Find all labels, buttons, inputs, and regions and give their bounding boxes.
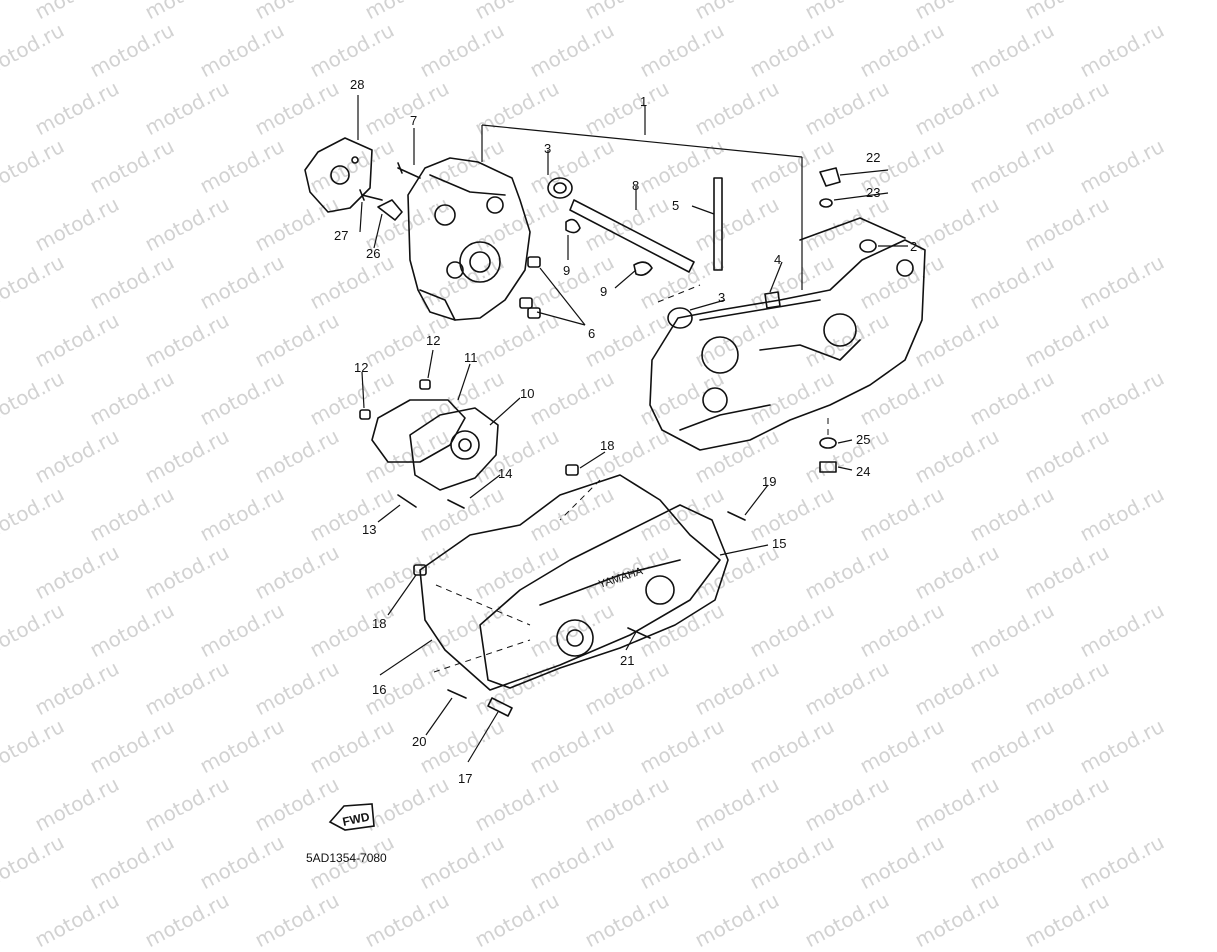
part-15-crankcase-cover — [479, 504, 729, 689]
part-14-bolt — [447, 499, 465, 509]
callout-19: 19 — [762, 474, 776, 489]
part-25-washer — [819, 437, 837, 449]
fwd-label: FWD — [341, 809, 371, 828]
callout-25: 25 — [856, 432, 870, 447]
callout-2: 2 — [910, 239, 917, 254]
part-3-bearing-lower — [667, 307, 693, 329]
part-26-clamp — [377, 199, 403, 221]
callout-13: 13 — [362, 522, 376, 537]
part-22-fitting — [819, 167, 841, 187]
part-6-dowel — [527, 256, 541, 268]
callout-9: 9 — [563, 263, 570, 278]
callout-23: 23 — [866, 185, 880, 200]
callout-26: 26 — [366, 246, 380, 261]
part-7-bolt — [397, 162, 421, 179]
part-21-bolt — [627, 627, 651, 639]
part-23-oring — [819, 198, 833, 208]
part-20-bolt — [447, 689, 467, 699]
right-crankcase-half — [649, 239, 926, 451]
callout-18: 18 — [600, 438, 614, 453]
callout-21: 21 — [620, 653, 634, 668]
part-28-gasket — [304, 137, 373, 213]
callout-18: 18 — [372, 616, 386, 631]
fwd-arrow-badge: FWD — [328, 803, 375, 831]
part-8-shaft — [569, 199, 695, 273]
callout-24: 24 — [856, 464, 870, 479]
callout-10: 10 — [520, 386, 534, 401]
part-3-bearing-upper — [547, 177, 573, 199]
svg-text:YAMAHA: YAMAHA — [597, 565, 645, 591]
callout-17: 17 — [458, 771, 472, 786]
callout-7: 7 — [410, 113, 417, 128]
part-9-seal-lower — [633, 261, 653, 276]
part-9-seal-upper — [565, 218, 581, 234]
part-2-bushing — [859, 239, 877, 253]
callout-11: 11 — [464, 350, 478, 365]
callout-14: 14 — [498, 466, 512, 481]
callout-5: 5 — [672, 198, 679, 213]
part-24-drain-bolt — [819, 461, 837, 473]
callout-28: 28 — [350, 77, 364, 92]
callout-15: 15 — [772, 536, 786, 551]
callout-6: 6 — [588, 326, 595, 341]
diagram-code: 5AD1354-7080 — [306, 851, 387, 865]
part-13-bolt — [397, 494, 417, 508]
callout-3: 3 — [718, 290, 725, 305]
part-18-dowel-upper — [565, 464, 579, 476]
callout-1: 1 — [640, 94, 647, 109]
callout-8: 8 — [632, 178, 639, 193]
part-27-bolt — [359, 189, 383, 201]
part-11-gasket — [371, 399, 466, 463]
callout-labels: 1 2 3 3 4 5 6 7 8 9 9 10 11 12 12 13 14 … — [306, 77, 917, 865]
leader-lines — [357, 95, 908, 763]
callout-3: 3 — [544, 141, 551, 156]
callout-12: 12 — [354, 360, 368, 375]
part-19-bolt — [727, 511, 746, 521]
callout-22: 22 — [866, 150, 880, 165]
assembly-dashed-lines — [433, 284, 829, 673]
part-12-dowel — [419, 379, 431, 390]
callout-27: 27 — [334, 228, 348, 243]
part-10-oil-pump — [409, 407, 499, 491]
part-5-pipe — [713, 177, 723, 271]
callout-12: 12 — [426, 333, 440, 348]
callout-16: 16 — [372, 682, 386, 697]
exploded-crankcase-diagram: YAMAHA — [304, 77, 926, 865]
callout-4: 4 — [774, 252, 781, 267]
left-crankcase-half — [407, 157, 531, 321]
part-17-dowel — [487, 697, 513, 717]
callout-9: 9 — [600, 284, 607, 299]
callout-20: 20 — [412, 734, 426, 749]
